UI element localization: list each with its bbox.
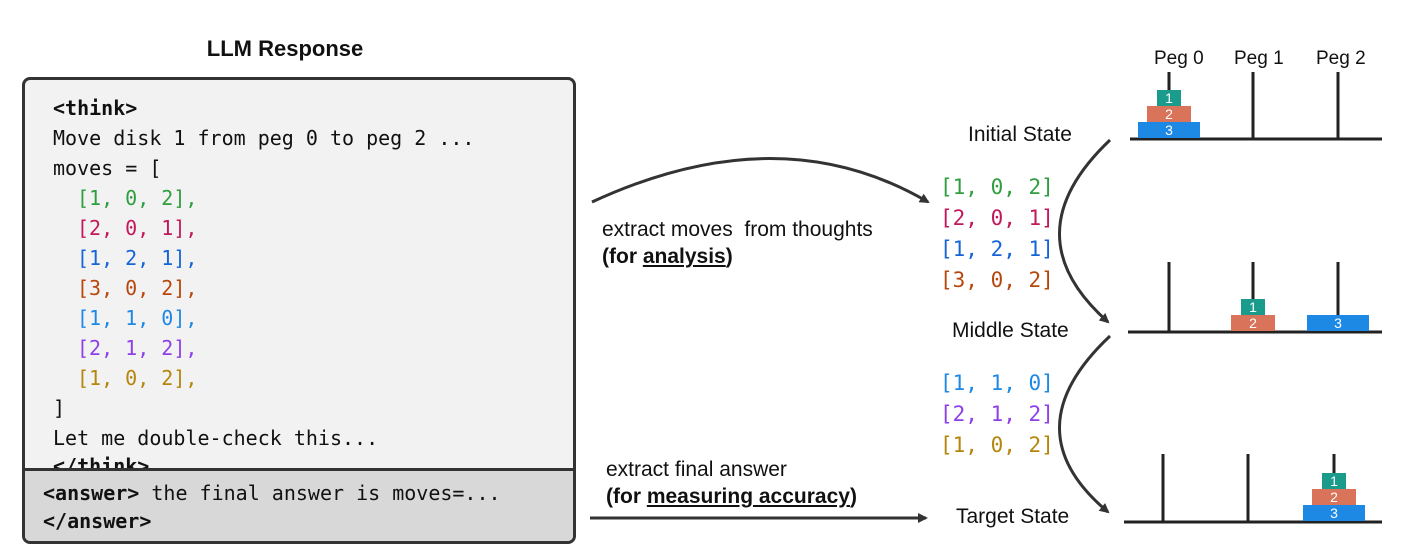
purpose-underlined: measuring accuracy	[646, 485, 850, 508]
move-line: [1, 1, 0],	[77, 306, 198, 330]
answer-close-tag: </answer>	[43, 509, 152, 533]
disk-3	[1303, 505, 1365, 521]
disk-3	[1307, 315, 1369, 331]
disk-label: 1	[1165, 90, 1173, 106]
disk-3	[1138, 122, 1200, 138]
disk-label: 2	[1249, 315, 1257, 331]
disk-label: 3	[1165, 122, 1173, 138]
initial-state-label: Initial State	[968, 123, 1072, 146]
purpose-suffix: )	[849, 485, 857, 508]
move-item: [2, 0, 1]	[940, 206, 1054, 230]
move-line: [1, 2, 1],	[77, 246, 198, 270]
moves-open-line: moves = [	[53, 156, 162, 180]
move-group-second: [1, 1, 0] [2, 1, 2] [1, 0, 2]	[940, 368, 1054, 461]
move-item: [1, 1, 0]	[940, 371, 1054, 395]
move-line: [2, 0, 1],	[77, 216, 198, 240]
extract-final-label: extract final answer	[606, 458, 787, 481]
peg-label-0: Peg 0	[1154, 48, 1204, 69]
llm-response-box: <think> Move disk 1 from peg 0 to peg 2 …	[22, 77, 576, 544]
hanoi-middle-state: 21 3	[1128, 262, 1382, 334]
disk-label: 3	[1334, 315, 1342, 331]
moves-close-line: ]	[53, 396, 66, 420]
move-line: [1, 0, 2],	[77, 186, 198, 210]
middle-to-target-arrow	[1058, 334, 1112, 514]
disk-2	[1231, 315, 1275, 331]
move-line: [2, 1, 2],	[77, 336, 198, 360]
disk-1	[1322, 473, 1346, 489]
disk-1	[1241, 299, 1265, 315]
extract-moves-arrow	[591, 157, 930, 204]
disk-2	[1147, 106, 1191, 122]
purpose-prefix: (for	[606, 485, 647, 508]
target-state-label: Target State	[956, 505, 1070, 528]
think-open-tag: <think>	[53, 96, 138, 120]
purpose-suffix: )	[725, 245, 733, 268]
move-item: [3, 0, 2]	[940, 268, 1054, 292]
disk-label: 1	[1330, 473, 1338, 489]
peg-label-1: Peg 1	[1234, 48, 1284, 69]
move-line: [3, 0, 2],	[77, 276, 198, 300]
initial-to-middle-arrow	[1058, 138, 1112, 324]
disk-label: 2	[1165, 106, 1173, 122]
disk-1	[1157, 90, 1181, 106]
narration-line: Move disk 1 from peg 0 to peg 2 ...	[53, 126, 475, 150]
disk-label: 3	[1330, 505, 1338, 521]
move-item: [1, 2, 1]	[940, 237, 1054, 261]
peg-label-2: Peg 2	[1316, 48, 1366, 69]
answer-line: <answer> the final answer is moves=...	[43, 479, 501, 507]
answer-open-tag: <answer>	[43, 481, 140, 505]
extract-moves-label: extract moves from thoughts	[602, 218, 873, 241]
move-item: [1, 0, 2]	[940, 175, 1054, 199]
hanoi-initial-state: 321	[1130, 72, 1382, 141]
move-group-first: [1, 0, 2] [2, 0, 1] [1, 2, 1] [3, 0, 2]	[940, 172, 1054, 296]
move-item: [1, 0, 2]	[940, 433, 1054, 457]
move-line: [1, 0, 2],	[77, 366, 198, 390]
extract-final-purpose: (for measuring accuracy)	[606, 485, 857, 509]
double-check-line: Let me double-check this...	[53, 426, 379, 450]
answer-text: the final answer is moves=...	[139, 481, 501, 505]
disk-label: 1	[1249, 299, 1257, 315]
middle-state-label: Middle State	[952, 319, 1069, 342]
response-title: LLM Response	[206, 36, 364, 61]
disk-label: 2	[1330, 489, 1338, 505]
purpose-prefix: (for	[602, 245, 643, 268]
hanoi-target-state: 321	[1124, 454, 1382, 524]
answer-area: <answer> the final answer is moves=... <…	[25, 468, 573, 541]
purpose-underlined: analysis	[642, 245, 726, 268]
move-item: [2, 1, 2]	[940, 402, 1054, 426]
disk-2	[1312, 489, 1356, 505]
extract-moves-purpose: (for analysis)	[602, 245, 733, 269]
